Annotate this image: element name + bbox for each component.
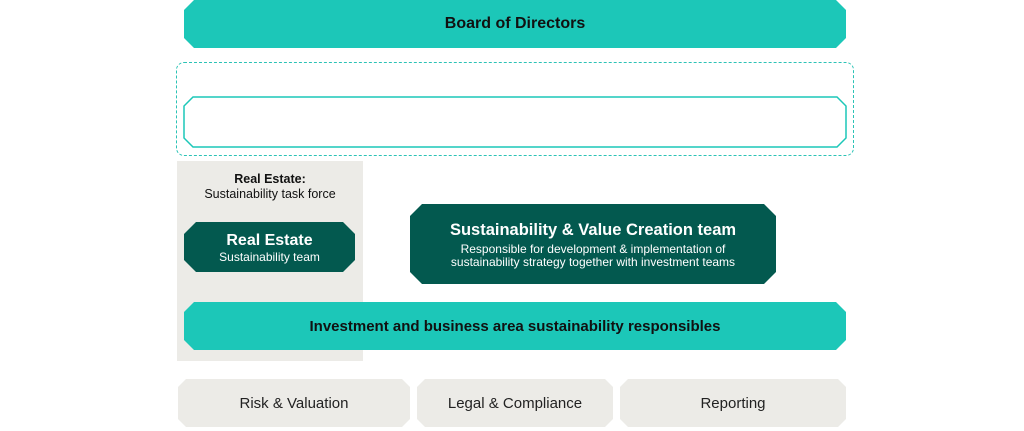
real-estate-team-subtitle: Sustainability team [219,249,320,264]
investment-responsibles-label: Investment and business area sustainabil… [309,317,721,335]
reporting-box: Reporting [620,379,846,427]
risk-valuation-box: Risk & Valuation [178,379,410,427]
task-force-heading: Real Estate: Sustainability task force [177,172,363,202]
task-force-title: Real Estate: [234,172,306,186]
real-estate-team-box: Real Estate Sustainability team [184,222,355,272]
investment-responsibles-box: Investment and business area sustainabil… [184,302,846,350]
board-of-directors-label: Board of Directors [444,15,586,32]
value-creation-team-box: Sustainability & Value Creation team Res… [410,204,776,284]
legal-compliance-box: Legal & Compliance [417,379,613,427]
empty-committee-box [183,96,847,148]
dashed-group-frame [176,62,854,156]
reporting-label: Reporting [700,394,766,412]
value-creation-team-title: Sustainability & Value Creation team [449,220,737,239]
real-estate-team-title: Real Estate [226,231,313,249]
board-of-directors-box: Board of Directors [184,0,846,48]
value-creation-team-description: Responsible for development & implementa… [450,241,736,269]
legal-compliance-label: Legal & Compliance [447,394,583,412]
task-force-subtitle: Sustainability task force [204,187,336,201]
risk-valuation-label: Risk & Valuation [239,394,349,412]
